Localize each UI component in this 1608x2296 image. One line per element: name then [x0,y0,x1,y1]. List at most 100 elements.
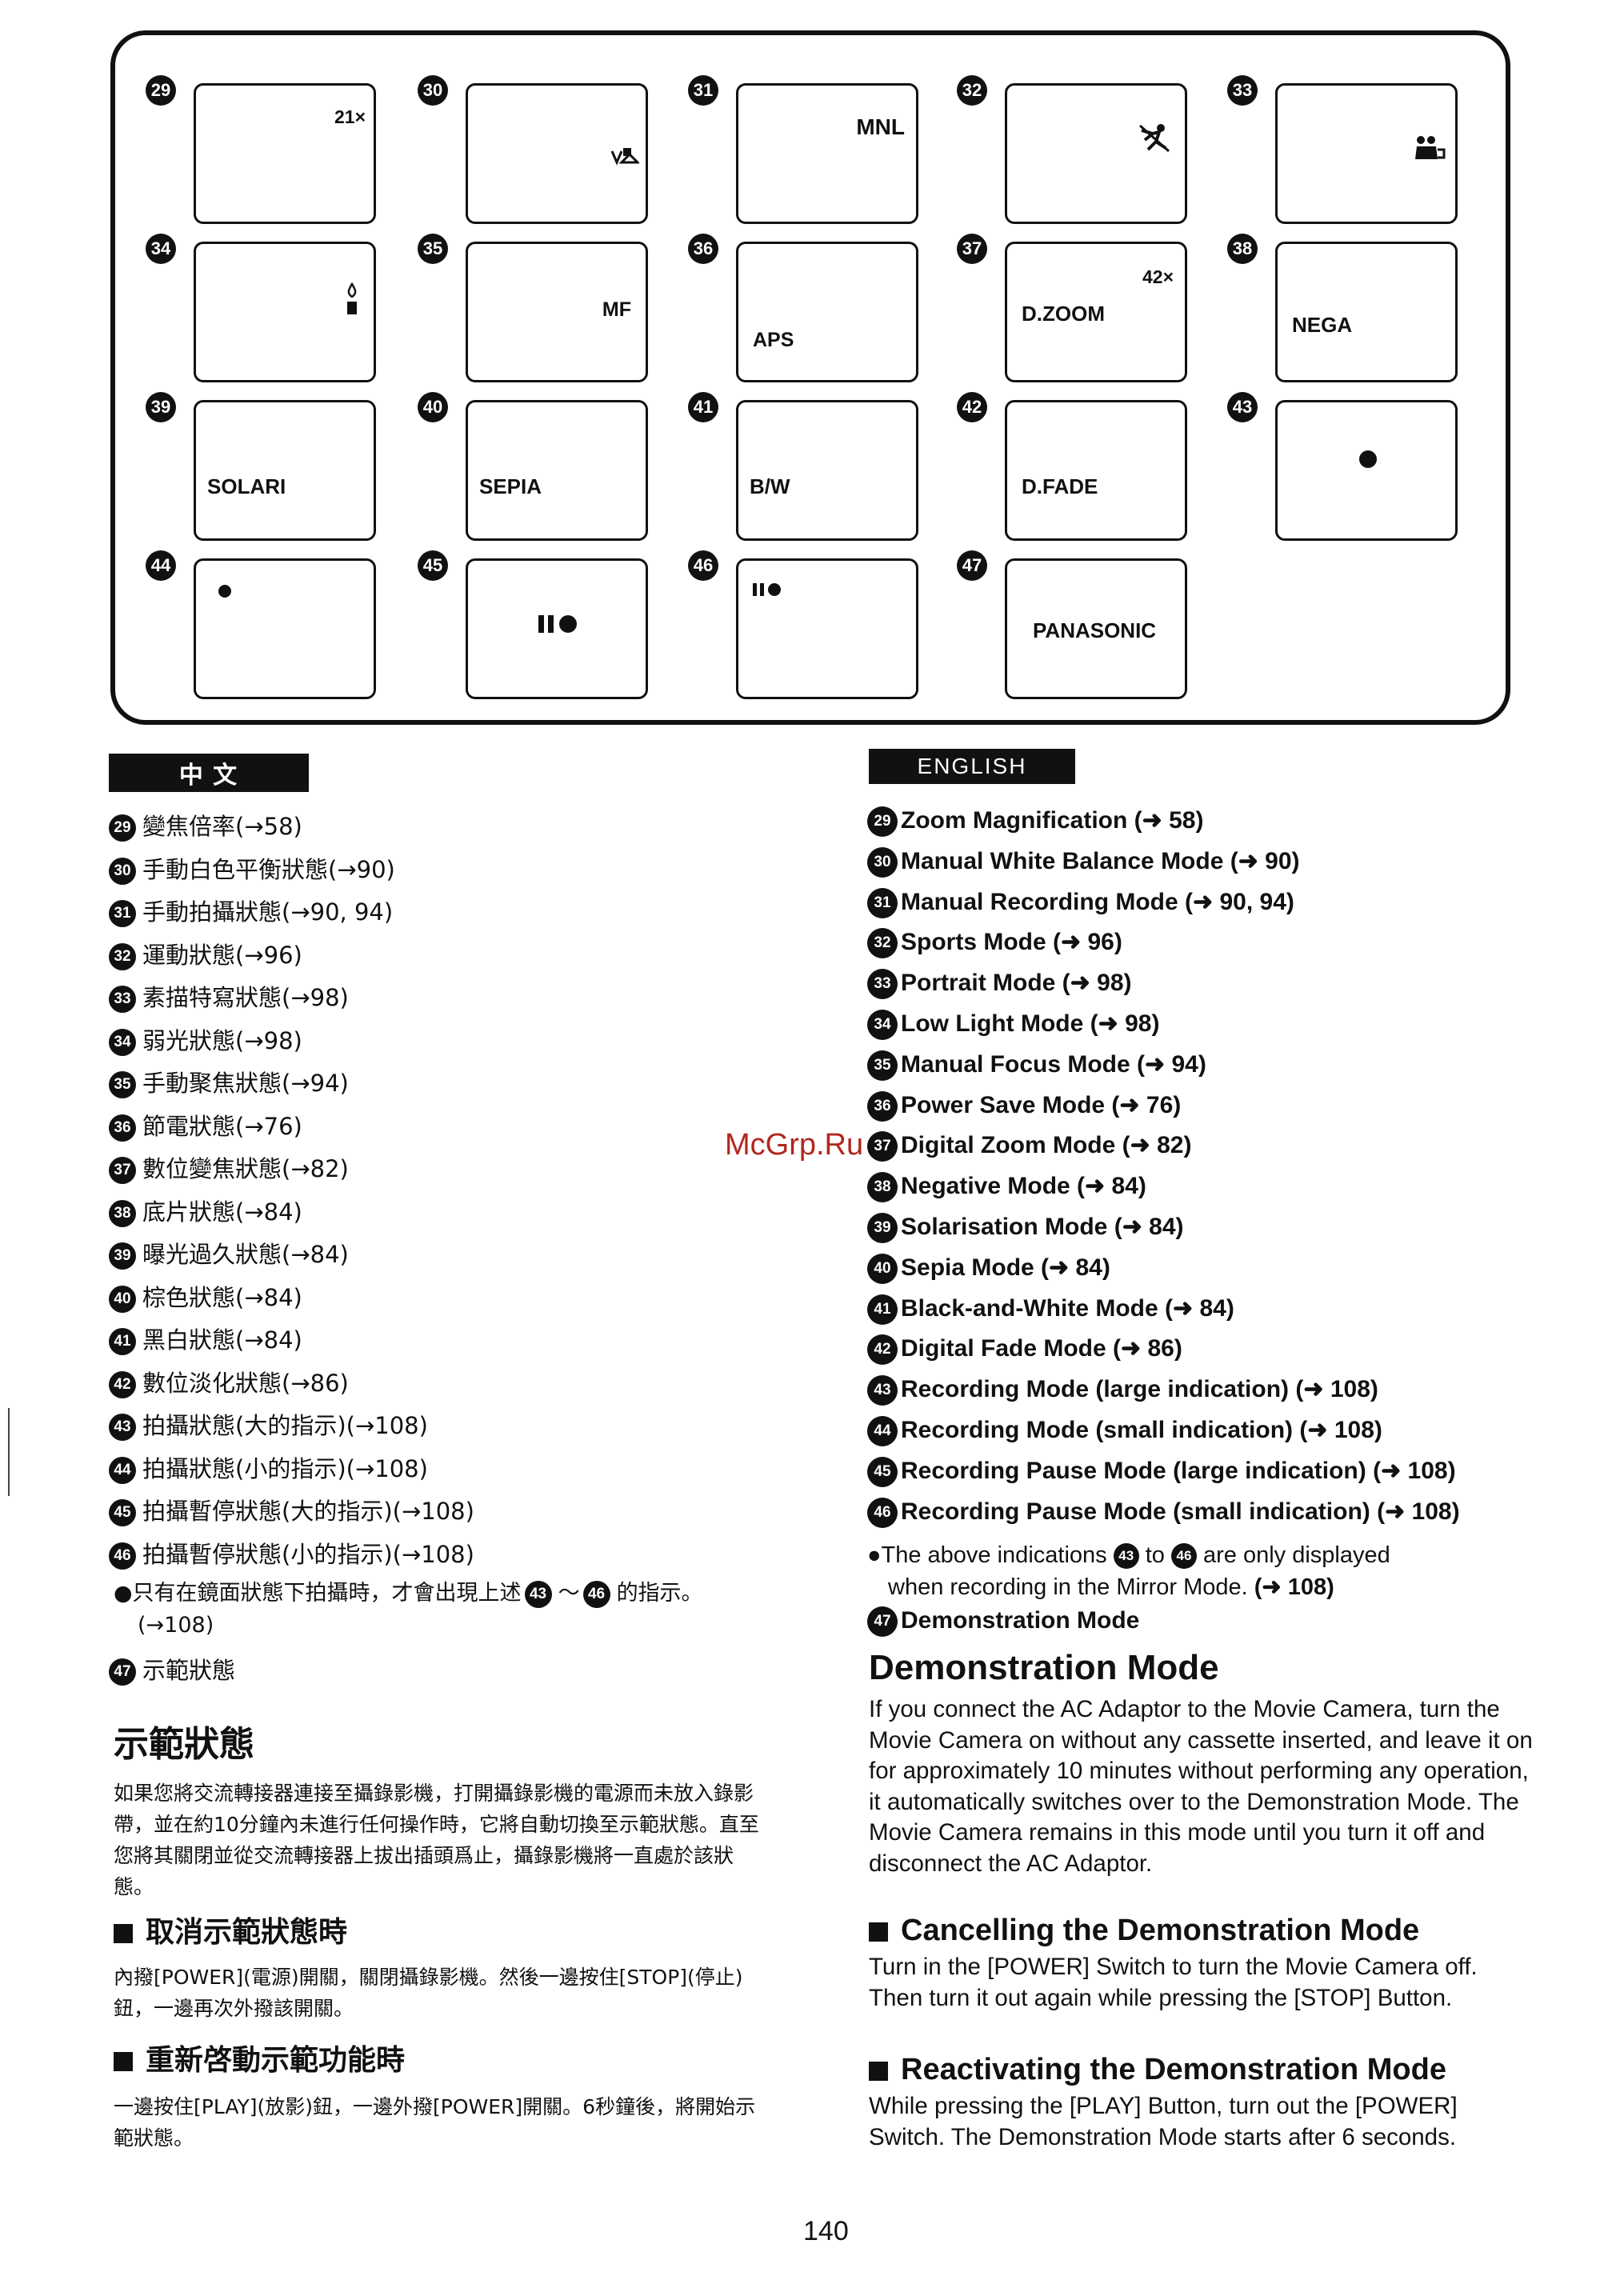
chinese-demo-text: 如果您將交流轉接器連接至攝錄影機，打開攝錄影機的電源而未放入錄影帶，並在約10分… [114,1782,759,1898]
watermark: McGrp.Ru [725,1128,864,1162]
viewfinder-screen: PANASONIC [1005,558,1187,699]
pause-icon [760,583,764,596]
white-balance-icon [610,148,639,166]
portrait-icon [1415,136,1446,159]
manual-focus-indicator: MF [602,298,631,321]
number-badge: 35 [867,1050,898,1081]
number-badge: 43 [524,1580,552,1608]
chinese-demo-title: 示範狀態 [114,1724,254,1765]
english-cancel-text: Turn in the [POWER] Switch to turn the M… [869,1954,1478,2011]
number-badge: 46 [688,550,718,581]
number-badge: 32 [867,928,898,959]
number-badge: 31 [109,900,136,927]
number-badge: 29 [109,814,136,842]
english-demo-text: If you connect the AC Adaptor to the Mov… [869,1696,1533,1877]
number-badge: 44 [867,1416,898,1447]
number-badge: 43 [1113,1543,1139,1570]
small-record-dot-icon [768,583,781,596]
scan-margin-line [8,1408,10,1496]
number-badge: 40 [867,1253,898,1284]
number-badge: 41 [688,392,718,422]
pause-icon [538,615,544,633]
number-badge: 39 [109,1242,136,1270]
number-badge: 31 [867,887,898,918]
number-badge: 37 [109,1157,136,1184]
low-light-icon [347,282,357,314]
number-badge: 47 [867,1606,898,1638]
number-badge: 46 [867,1497,898,1528]
number-badge: 42 [109,1370,136,1398]
pause-icon [548,615,554,633]
viewfinder-screen: SOLARI [194,400,376,541]
number-badge: 35 [109,1071,136,1098]
number-badge: 34 [867,1010,898,1041]
large-record-dot-icon [559,615,577,633]
zoom-indicator: 42× [1142,266,1174,287]
solarisation-indicator: SOLARI [207,474,286,498]
sepia-indicator: SEPIA [479,474,542,498]
sports-icon [1139,124,1170,153]
viewfinder-screen: MF [466,242,648,382]
viewfinder-screen: APS [736,242,918,382]
number-badge: 40 [109,1285,136,1313]
number-badge: 35 [418,234,448,264]
number-badge: 33 [109,986,136,1013]
power-save-indicator: APS [753,329,794,351]
chinese-reactivate-heading: 重新啓動示範功能時 [114,2037,405,2078]
square-bullet-icon [869,1922,888,1942]
number-badge: 47 [957,550,987,581]
pause-icon [753,583,757,596]
large-record-dot-icon [1359,450,1377,468]
number-badge: 30 [109,857,136,885]
number-badge: 39 [867,1213,898,1244]
viewfinder-screen [194,558,376,699]
english-reactivate-heading: Reactivating the Demonstration Mode [869,2053,1446,2087]
viewfinder-screen: MNL [736,83,918,224]
english-cancel-heading: Cancelling the Demonstration Mode [869,1914,1419,1948]
number-badge: 31 [688,75,718,106]
small-record-dot-icon [218,585,231,598]
number-badge: 42 [867,1334,898,1366]
number-badge: 36 [109,1114,136,1142]
viewfinder-screen: D.FADE [1005,400,1187,541]
number-badge: 38 [109,1199,136,1227]
indications-panel: 29 21× 30 31 MNL 32 33 [110,30,1510,725]
number-badge: 32 [957,75,987,106]
number-badge: 32 [109,942,136,970]
number-badge: 29 [867,806,898,838]
viewfinder-screen: 21× [194,83,376,224]
viewfinder-screen: B/W [736,400,918,541]
number-badge: 38 [867,1172,898,1203]
number-badge: 38 [1227,234,1258,264]
chinese-cancel-text: 內撥[POWER](電源)開關，關閉攝錄影機。然後一邊按住[STOP](停止)鈕… [114,1966,743,2020]
number-badge: 43 [1227,392,1258,422]
number-badge: 43 [867,1375,898,1406]
viewfinder-screen [1275,83,1458,224]
number-badge: 44 [146,550,176,581]
